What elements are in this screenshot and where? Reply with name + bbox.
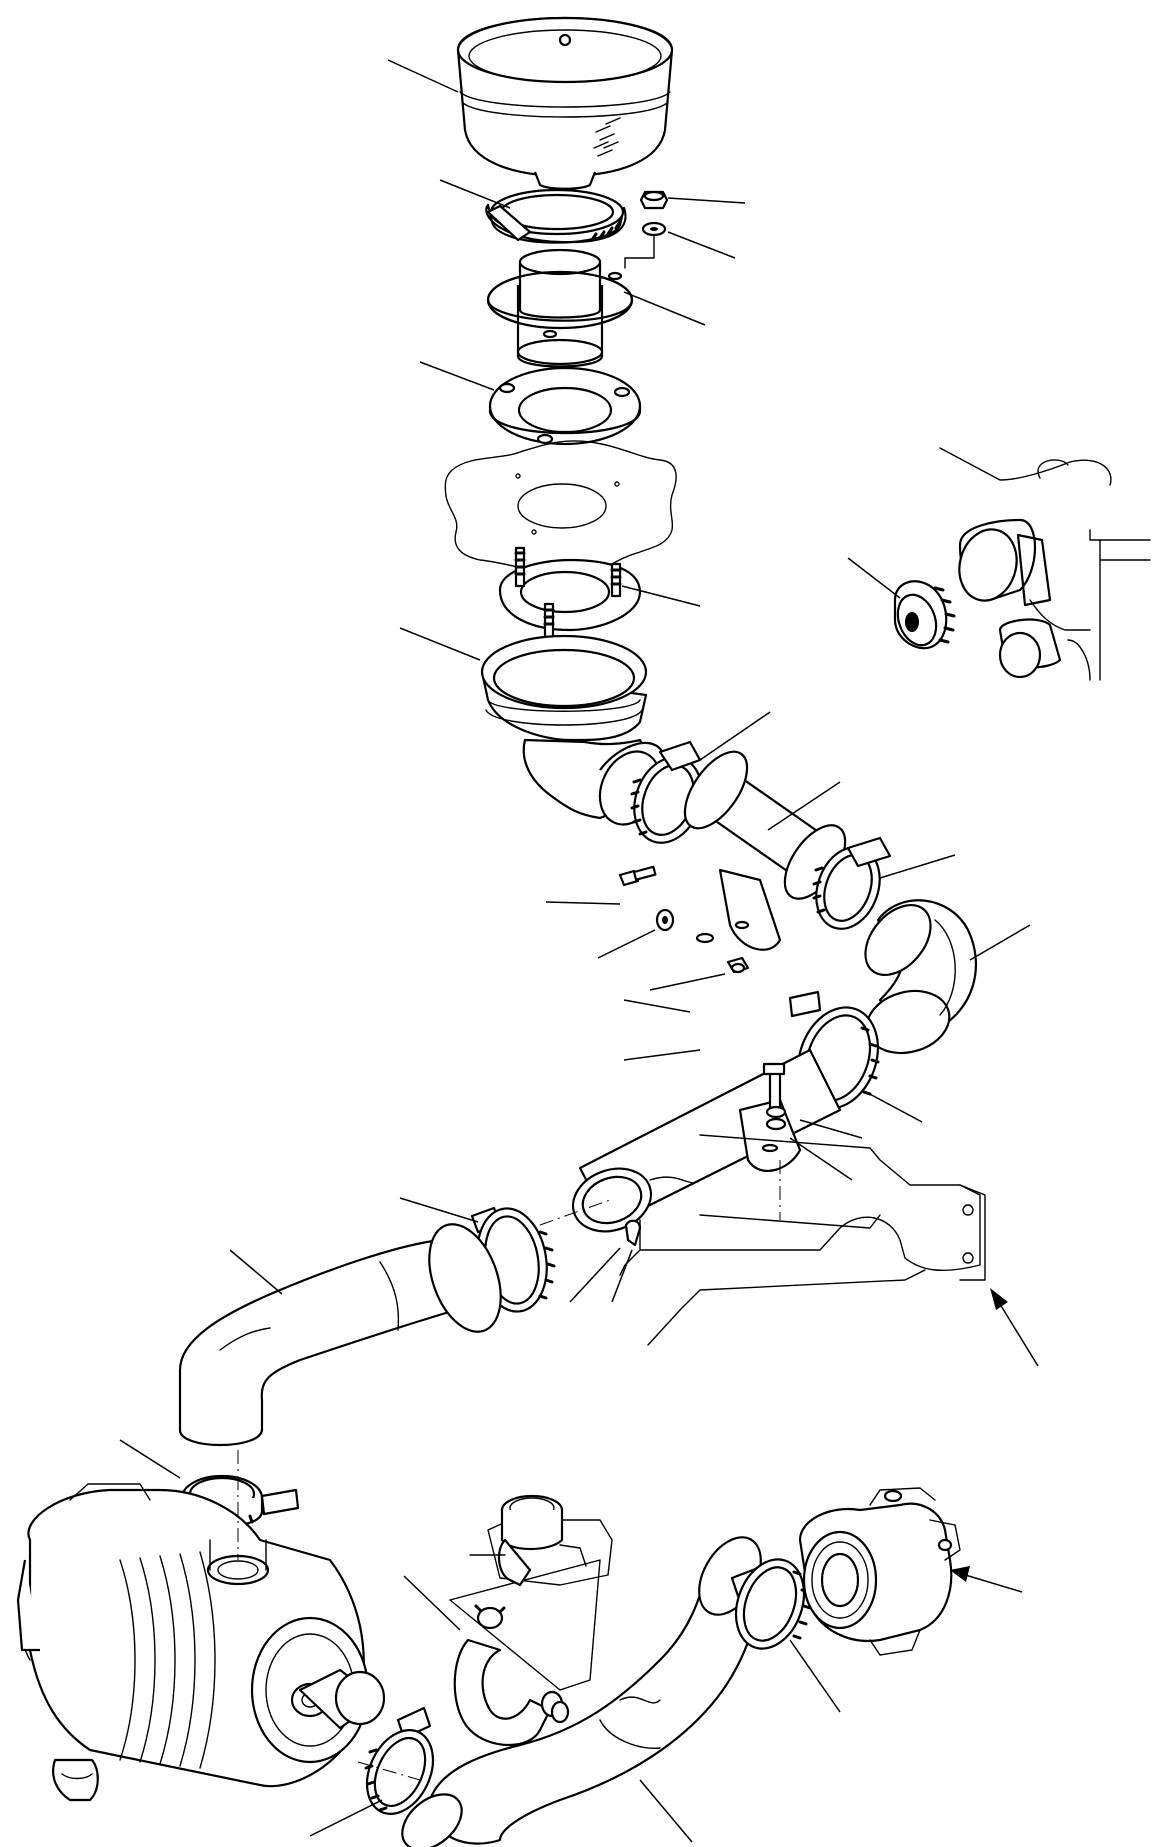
leader-27: [119, 1439, 181, 1479]
nut-washer-small: [639, 190, 669, 237]
arrow-chassis: [990, 1288, 1008, 1310]
clamp-ring-upper: [485, 188, 627, 244]
leader-23: [399, 1197, 479, 1223]
hose-clamp-g: [730, 1558, 812, 1650]
leader-13: [969, 924, 1031, 961]
arrow-turbo: [950, 1566, 970, 1582]
leader-24: [229, 1249, 283, 1295]
hose-clamp-a: [630, 740, 703, 844]
leader-1: [387, 59, 459, 93]
air-cleaner-housing: [16, 1483, 386, 1802]
small-fitting: [624, 1219, 642, 1247]
leader-5: [623, 291, 706, 326]
leader-turbo: [961, 1573, 1023, 1593]
turbocharger: [798, 1487, 961, 1656]
leader-28: [309, 1799, 383, 1837]
leader-22: [994, 1295, 1039, 1367]
leader-6: [419, 361, 495, 391]
hose-clamp-b: [812, 836, 892, 930]
leader-25: [569, 1247, 621, 1303]
leader-20: [623, 999, 691, 1013]
long-tube-with-bracket: [571, 1048, 842, 1233]
leader-2: [439, 179, 511, 209]
indicator-valve: [469, 1494, 613, 1587]
straight-tube-with-bracket: [683, 750, 847, 951]
leader-9: [847, 557, 901, 599]
leader-18: [799, 1119, 863, 1139]
inset-duct-connector: [893, 447, 1151, 681]
leader-15: [597, 929, 656, 959]
leader-29: [639, 1779, 693, 1843]
leader-12: [879, 854, 956, 879]
stud-plate: [498, 546, 642, 640]
leader-21: [623, 1049, 701, 1061]
leader-11: [767, 781, 841, 831]
adapter-flange: [486, 248, 634, 368]
leader-14: [545, 901, 621, 905]
bent-intake-hose: [178, 1223, 502, 1446]
leader-7: [621, 585, 701, 607]
lower-intake-hose: [401, 1536, 762, 1847]
small-vent-hose: [449, 1559, 601, 1747]
leader-19: [789, 1137, 853, 1181]
leader-17: [865, 1091, 923, 1123]
leader-10: [699, 711, 771, 761]
leader-vent: [403, 1575, 461, 1631]
leader-clamp-g: [789, 1639, 841, 1713]
elbow-90-right: [864, 899, 977, 1055]
leader-3: [667, 197, 746, 204]
bracket-bolt-set: [618, 865, 750, 974]
leader-4: [667, 231, 736, 259]
leader-26: [611, 1249, 633, 1303]
hose-clamp-f: [364, 1706, 435, 1815]
precleaner-cap: [456, 16, 674, 190]
leader-8: [399, 627, 481, 661]
leader-16: [649, 973, 726, 991]
gasket-ring: [488, 366, 642, 446]
hood-panel-section: [444, 440, 677, 578]
